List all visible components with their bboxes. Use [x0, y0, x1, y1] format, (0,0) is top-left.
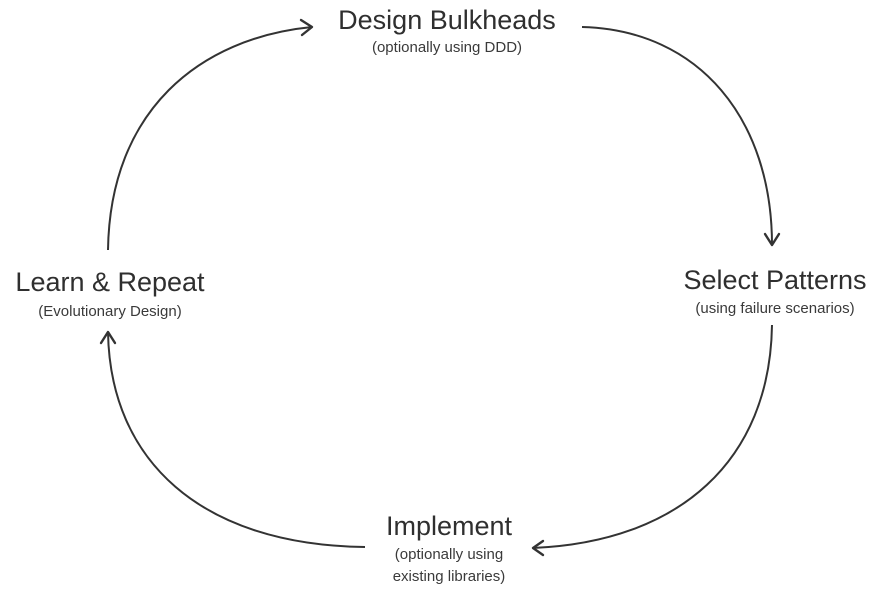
node-title: Design Bulkheads: [338, 5, 556, 35]
node-subtitle: (Evolutionary Design): [38, 303, 181, 320]
arrowhead-icon: [299, 18, 314, 37]
node-title: Learn & Repeat: [15, 267, 205, 297]
node-select-patterns: Select Patterns (using failure scenarios…: [683, 265, 866, 317]
arrowhead-icon: [763, 232, 781, 247]
node-learn-repeat: Learn & Repeat (Evolutionary Design): [15, 267, 205, 320]
node-title: Implement: [386, 511, 513, 541]
node-subtitle: (using failure scenarios): [695, 300, 854, 317]
arrowhead-icon: [531, 539, 545, 557]
node-subtitle-line1: (optionally using: [395, 546, 503, 563]
node-subtitle: (optionally using DDD): [372, 39, 522, 56]
arrow-select-to-implement: [531, 324, 773, 557]
arrow-implement-to-learn: [99, 330, 366, 548]
arrow-design-to-select: [581, 26, 781, 247]
node-design-bulkheads: Design Bulkheads (optionally using DDD): [338, 5, 556, 56]
node-implement: Implement (optionally using existing lib…: [386, 511, 513, 585]
arrow-learn-to-design: [107, 18, 314, 251]
node-subtitle-line2: existing libraries): [393, 568, 506, 585]
arrowhead-icon: [99, 330, 117, 345]
node-title: Select Patterns: [683, 265, 866, 295]
